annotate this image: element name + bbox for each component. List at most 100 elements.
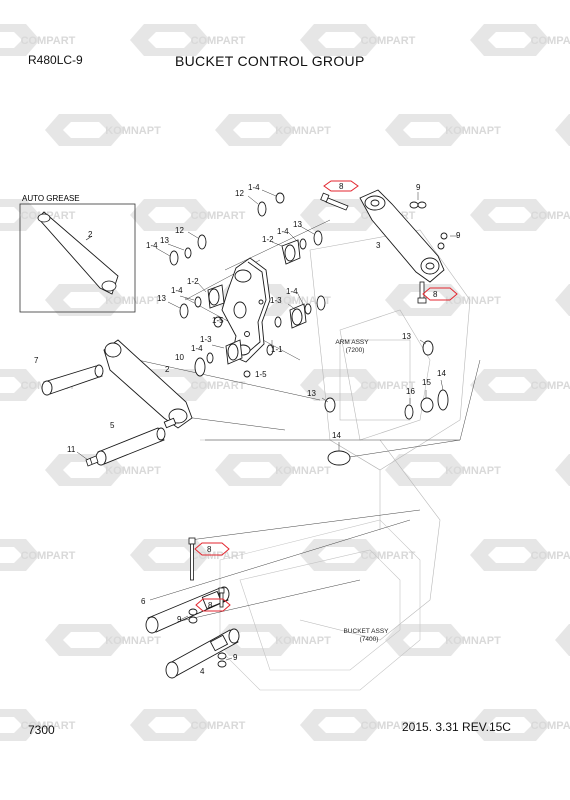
callout-1-4-mid: 1-4 bbox=[277, 227, 289, 236]
callout-6: 6 bbox=[141, 597, 146, 606]
callout-15-label: 15 bbox=[422, 378, 431, 387]
callout-labels: 8 9 12 1-4 12 13 1-4 13 1-4 1-2 9 3 1-2 … bbox=[34, 182, 461, 676]
callout-9-top: 9 bbox=[416, 183, 421, 192]
watermark-text: KOMNAPT bbox=[105, 295, 161, 307]
watermark-text: COMPART bbox=[191, 210, 246, 222]
callout-14: 14 bbox=[437, 369, 446, 378]
page-number: 7300 bbox=[28, 723, 55, 737]
watermark-text: KOMNAPT bbox=[105, 635, 161, 647]
watermark-text: COMPART bbox=[531, 550, 570, 562]
bolt-8-bottom-part bbox=[188, 537, 225, 608]
callout-3: 3 bbox=[376, 241, 381, 250]
callout-9-bottom: 9 bbox=[177, 615, 182, 624]
bolt-8-top-part bbox=[320, 192, 349, 211]
watermark-text: KOMNAPT bbox=[445, 635, 501, 647]
bolt-11-part bbox=[85, 455, 99, 467]
callout-13-left: 13 bbox=[160, 236, 169, 245]
pin-7-part bbox=[41, 364, 104, 396]
watermark-text: KOMNAPT bbox=[275, 125, 331, 137]
callout-1-4-left2: 1-4 bbox=[171, 286, 183, 295]
watermark-text: COMPART bbox=[531, 380, 570, 392]
watermark-pattern: COMPART COMPART COMPART COMPART KOMNAPT KOMNA… bbox=[0, 24, 570, 741]
watermark-text: COMPART bbox=[361, 380, 416, 392]
watermark-hex bbox=[555, 624, 570, 656]
watermark-text: COMPART bbox=[531, 210, 570, 222]
watermark-text: COMPART bbox=[191, 35, 246, 47]
link-3-part bbox=[359, 189, 445, 283]
revision-date: 2015. 3.31 REV.15C bbox=[402, 720, 511, 734]
callout-1-3-low: 1-3 bbox=[200, 335, 212, 344]
model-number: R480LC-9 bbox=[28, 53, 83, 67]
pin-4-part bbox=[165, 628, 240, 679]
callout-14-low: 14 bbox=[332, 431, 341, 440]
watermark-text: COMPART bbox=[191, 380, 246, 392]
watermark-text: COMPART bbox=[21, 550, 76, 562]
bucket-assy-label: BUCKET ASSY bbox=[343, 628, 389, 635]
callout-13-low: 13 bbox=[307, 389, 316, 398]
callout-2: 2 bbox=[165, 365, 170, 374]
callout-leaders bbox=[76, 189, 458, 661]
highlight-markers bbox=[194, 180, 458, 612]
callout-1-4-right: 1-4 bbox=[286, 287, 298, 296]
watermark-text: COMPART bbox=[361, 35, 416, 47]
callout-9-bottom2: 9 bbox=[233, 653, 238, 662]
callout-12-top: 12 bbox=[235, 189, 244, 198]
washers-and-rings bbox=[169, 192, 449, 668]
bolt-8-right-part bbox=[417, 281, 427, 304]
arm-assy-label: ARM ASSY bbox=[335, 339, 369, 346]
callout-1-4-left: 1-4 bbox=[146, 241, 158, 250]
arm-assy-number: (7200) bbox=[346, 347, 365, 354]
callout-5: 5 bbox=[110, 421, 115, 430]
watermark-text: COMPART bbox=[21, 720, 76, 732]
watermark-text: KOMNAPT bbox=[275, 465, 331, 477]
bell-crank-part bbox=[221, 257, 271, 363]
callout-8-right: 8 bbox=[433, 290, 438, 299]
watermark-text: KOMNAPT bbox=[105, 465, 161, 477]
auto-grease-inset: AUTO GREASE bbox=[19, 194, 136, 313]
callout-4: 4 bbox=[200, 667, 205, 676]
callout-10: 10 bbox=[175, 353, 184, 362]
callout-12-left: 12 bbox=[175, 226, 184, 235]
callout-1-2-left: 1-2 bbox=[187, 277, 199, 286]
watermark-hex bbox=[555, 454, 570, 486]
watermark-text: COMPART bbox=[531, 720, 570, 732]
callout-2-inset: 2 bbox=[88, 230, 93, 239]
assembly-labels: ARM ASSY (7200) BUCKET ASSY (7400) bbox=[335, 339, 389, 643]
callout-1-5-low: 1-5 bbox=[255, 370, 267, 379]
watermark-hex bbox=[555, 114, 570, 146]
callout-13-mid: 13 bbox=[293, 220, 302, 229]
page-title: BUCKET CONTROL GROUP bbox=[175, 53, 365, 69]
callout-9-right: 9 bbox=[456, 231, 461, 240]
watermark-text: COMPART bbox=[191, 720, 246, 732]
pin-5-part bbox=[95, 417, 177, 466]
auto-grease-label: AUTO GREASE bbox=[22, 194, 80, 203]
callout-1-2-mid: 1-2 bbox=[262, 235, 274, 244]
watermark-text: COMPART bbox=[21, 35, 76, 47]
callout-1-5-left: 1-5 bbox=[212, 316, 224, 325]
watermark-text: KOMNAPT bbox=[275, 635, 331, 647]
callout-1-4-top: 1-4 bbox=[248, 183, 260, 192]
bucket-assy-number: (7400) bbox=[360, 636, 379, 643]
callout-7: 7 bbox=[34, 356, 39, 365]
watermark-text: KOMNAPT bbox=[445, 125, 501, 137]
pin-6-part bbox=[145, 586, 230, 634]
callout-13-right: 13 bbox=[402, 332, 411, 341]
callout-8-bottom2: 8 bbox=[208, 601, 213, 610]
callout-16: 16 bbox=[406, 387, 415, 396]
watermark-text: COMPART bbox=[191, 550, 246, 562]
link-2-part bbox=[103, 339, 193, 429]
callout-8-top: 8 bbox=[339, 182, 344, 191]
callout-1-4-low: 1-4 bbox=[191, 344, 203, 353]
watermark-text: COMPART bbox=[531, 35, 570, 47]
watermark-text: KOMNAPT bbox=[445, 465, 501, 477]
watermark-text: KOMNAPT bbox=[105, 125, 161, 137]
callout-8-bottom: 8 bbox=[207, 545, 212, 554]
callout-11: 11 bbox=[67, 445, 76, 454]
assembly-leader-lines bbox=[114, 219, 481, 629]
bucket-assy-outline bbox=[219, 519, 421, 691]
callout-1-1: 1-1 bbox=[271, 345, 283, 354]
watermark-text: COMPART bbox=[361, 720, 416, 732]
callout-13-left2: 13 bbox=[157, 294, 166, 303]
watermark-text: KOMNAPT bbox=[445, 295, 501, 307]
